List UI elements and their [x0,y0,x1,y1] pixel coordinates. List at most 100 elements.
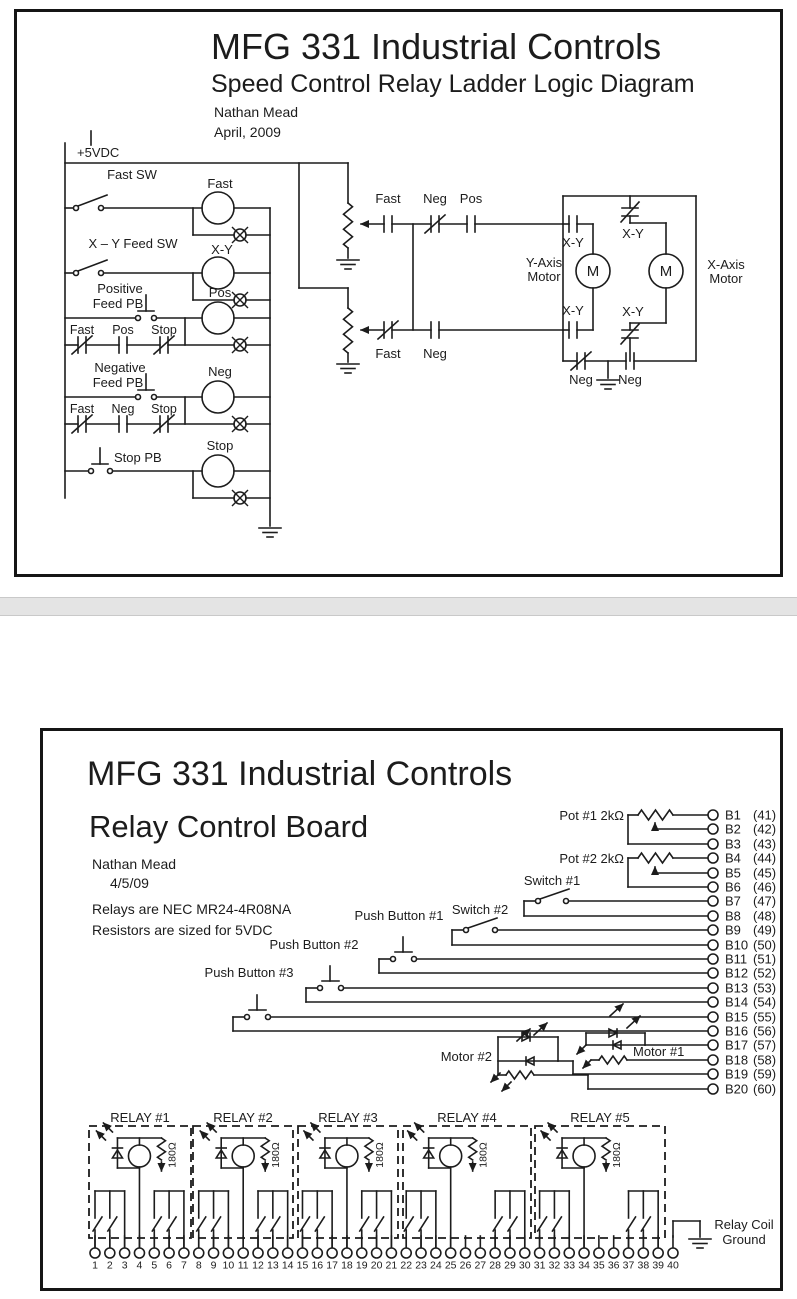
label-r3-stop: Stop [151,323,177,337]
page1-date: April, 2009 [214,124,281,140]
b-terminal-label: B14 [725,995,748,1010]
label-neg-coil: Neg [208,364,232,379]
relay-coil-icon [572,1144,596,1168]
contact-blade [536,1215,548,1233]
label-xy-br: X-Y [622,304,644,319]
pin-terminal [311,1247,324,1259]
b-terminal-label: B8 [725,909,741,924]
b-terminal [707,939,719,951]
label-r4-neg: Neg [112,402,135,416]
relay-dashed-box [402,1125,532,1239]
page-1-ladder-logic: MFG 331 Industrial Controls Speed Contro… [14,9,783,577]
pin-number: 21 [386,1260,398,1272]
b-terminal [707,1011,719,1023]
pin-number: 12 [252,1260,264,1272]
contact-blade [625,1215,637,1233]
pin-terminal [607,1247,620,1259]
pin-number: 35 [593,1260,605,1272]
pin-terminal [118,1247,131,1259]
label-motor1: Motor #1 [633,1044,684,1059]
ladder-wires [64,130,697,527]
pin-terminal [563,1247,576,1259]
label-xy-bl: X-Y [562,303,584,318]
b-terminal [707,852,719,864]
relay-label: RELAY #2 [213,1110,273,1125]
label-pot1: Pot #1 2kΩ [559,808,624,823]
page1-author: Nathan Mead [214,104,299,120]
label-fast-sw: Fast SW [107,167,158,182]
pin-number: 1 [92,1260,98,1272]
contact-blade [417,1215,430,1233]
relay-dashed-box [534,1125,666,1239]
b-terminal [707,982,719,994]
relay-dashed-box [297,1125,399,1239]
b-terminal-label: B13 [725,981,748,996]
led-arrow-icon [413,1121,425,1134]
pin-terminal [252,1247,264,1259]
b-terminal [707,823,719,835]
b-terminal-label: B2 [725,822,741,837]
label-xy-feed-sw: X – Y Feed SW [88,236,178,251]
label-xy-tl: X-Y [562,235,584,250]
label-neg-pb-2: Feed PB [93,375,144,390]
contact-blade [254,1215,267,1233]
label-relay-coil-ground-1: Relay Coil [714,1217,773,1232]
label-switch1: Switch #1 [524,873,580,888]
ladder-labels: +5VDC Fast SW Fast X – Y Feed SW X-Y Pos… [70,145,745,465]
page2-title: MFG 331 Industrial Controls [87,755,513,793]
resistor-icon [600,1136,612,1162]
page2-subtitle: Relay Control Board [89,809,369,844]
pin-number: 37 [623,1260,635,1272]
relay-coil-icon [335,1144,359,1168]
pin-terminal [296,1247,309,1259]
b-terminal-number: (42) [753,822,776,837]
b-terminal [707,1054,719,1066]
b-terminal [707,838,719,850]
pin-terminal [355,1247,368,1259]
contact-blade [314,1215,326,1233]
pin-number: 20 [371,1260,383,1272]
label-neg-right: Neg [618,372,642,387]
pin-number: 32 [549,1260,561,1272]
pin-terminal [192,1247,205,1259]
pin-number: 7 [181,1260,187,1272]
label-relay-coil-ground-2: Ground [722,1232,765,1247]
pin-terminal [326,1247,338,1259]
led-arrow-icon [95,1129,107,1142]
pin-terminal [548,1247,561,1259]
b-terminal-number: (48) [753,909,776,924]
b-terminal-label: B7 [725,894,741,909]
page-2-relay-control-board: MFG 331 Industrial Controls Relay Contro… [40,728,783,1291]
pin-number: 40 [667,1260,679,1272]
pin-number: 34 [578,1260,590,1272]
b-terminal-number: (45) [753,866,776,881]
lamp-icon [231,226,249,507]
pin-terminal [667,1247,679,1259]
x-motor-m: M [660,263,673,280]
label-xy-tr: X-Y [622,226,644,241]
label-stop-pb: Stop PB [114,450,162,465]
led-arrow-icon [302,1129,315,1142]
resistor-value: 180Ω [374,1142,386,1168]
pin-number: 9 [211,1260,217,1272]
b-terminal-number: (51) [753,952,776,967]
resistor-icon [467,1136,479,1162]
led-arrow-icon [539,1129,552,1142]
pin-number: 2 [107,1260,113,1272]
pin-number: 16 [311,1260,323,1272]
resistor-icon [363,1136,375,1162]
contact-blade [640,1215,652,1233]
b-terminal-label: B20 [725,1082,748,1097]
ground-icon [258,259,620,538]
pin-terminal [104,1247,116,1259]
b-terminal [707,1068,719,1080]
b-terminal-number: (56) [753,1024,776,1039]
pin-number: 23 [415,1260,427,1272]
pin-terminal [430,1247,442,1259]
pin-terminal [385,1247,398,1259]
pin-number: 30 [519,1260,531,1272]
label-x-axis-1: X-Axis [707,257,745,272]
contact-blade [403,1215,415,1233]
